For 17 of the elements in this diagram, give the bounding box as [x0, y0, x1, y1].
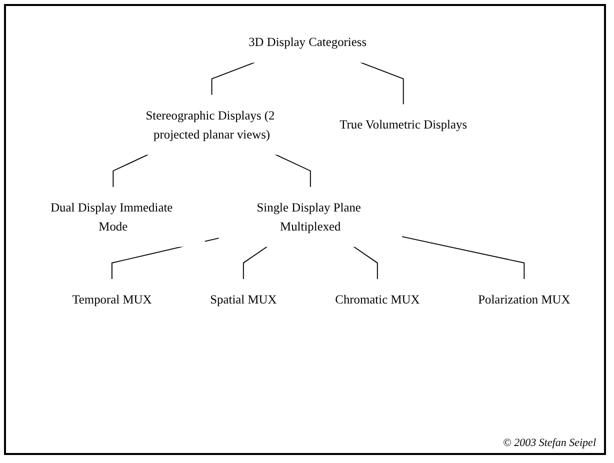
connector — [242, 246, 268, 280]
connector — [360, 62, 404, 106]
node-text: Polarization MUX — [478, 292, 570, 306]
node-text: Temporal MUX — [72, 292, 152, 306]
node-text: Chromatic MUX — [335, 292, 420, 306]
connector — [211, 62, 256, 96]
node-text: Spatial MUX — [210, 292, 277, 306]
connector — [274, 154, 311, 188]
copyright-note: © 2003 Stefan Seipel — [503, 437, 596, 449]
connector — [112, 154, 149, 188]
connector — [353, 246, 378, 280]
node-text: True Volumetric Displays — [340, 118, 468, 132]
slide-frame: 3D Display Categoriess Stereographic Displays (2 projected planar views) True Volumetric Displays Dual Display Immediate Mode Single Display Plane Multiplexed Temporal MUX Spatial MUX Chromatic MUX Polarization MUX © 2003 Stefan Seipel — [4, 4, 606, 455]
node-text: Stereographic Displays (2 projected planar views) — [146, 108, 275, 141]
connector — [401, 236, 525, 280]
node-text: Single Display Plane Multiplexed — [256, 200, 361, 233]
node-text: 3D Display Categoriess — [248, 34, 367, 49]
